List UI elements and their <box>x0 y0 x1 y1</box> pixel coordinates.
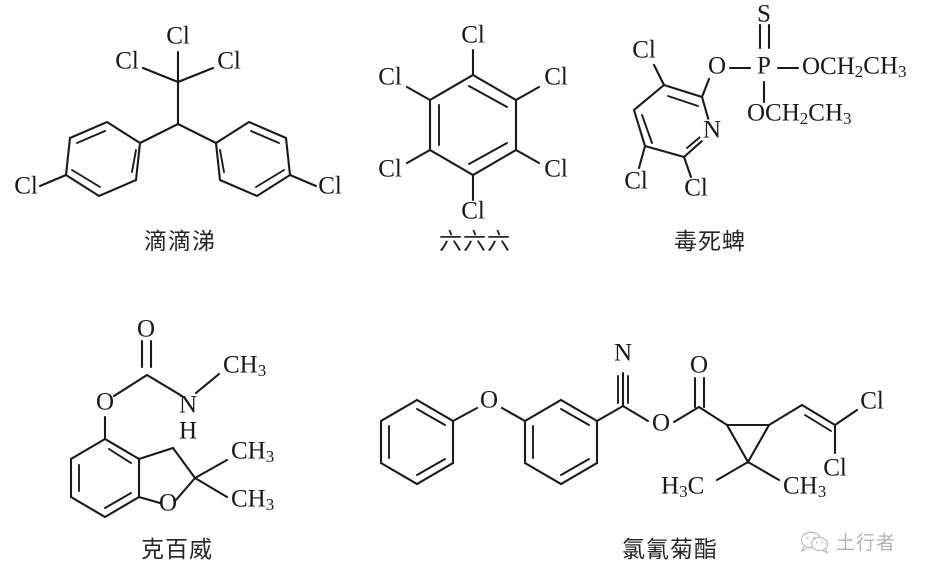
chlorpyrifos-n: N <box>703 117 721 144</box>
cypermethrin-cl-upper: Cl <box>860 388 884 415</box>
carbofuran-ch3-lower: CH3 <box>231 486 274 514</box>
watermark: 土行者 <box>800 528 896 555</box>
caption-ddt: 滴滴涕 <box>144 229 216 255</box>
chlorpyrifos-cl-lower-left: Cl <box>624 168 648 195</box>
chlorpyrifos-ethoxy-right: OCH2CH3 <box>802 53 907 81</box>
structure-ddt: Cl Cl Cl Cl Cl <box>14 23 342 200</box>
wechat-icon <box>800 530 830 554</box>
caption-hch: 六六六 <box>439 229 511 255</box>
cypermethrin-h3c: H3C <box>661 473 704 501</box>
chlorpyrifos-ethoxy-bottom: OCH2CH3 <box>747 100 852 128</box>
carbofuran-o-ester: O <box>96 389 114 416</box>
cypermethrin-n-nitrile: N <box>614 340 632 367</box>
ddt-cl-ring-left: Cl <box>14 173 38 200</box>
ddt-cl-right: Cl <box>217 48 241 75</box>
chlorpyrifos-p: P <box>757 53 771 80</box>
carbofuran-n: N <box>179 392 197 419</box>
hch-cl-top: Cl <box>461 22 485 49</box>
hch-cl-bottom: Cl <box>461 198 485 225</box>
hch-cl-upper-left: Cl <box>378 64 402 91</box>
ddt-cl-ring-right: Cl <box>318 173 342 200</box>
structure-hch: Cl Cl Cl Cl Cl Cl <box>378 22 568 225</box>
carbofuran-o-carbonyl: O <box>137 316 155 343</box>
carbofuran-o-furan: O <box>159 490 177 517</box>
hch-cl-lower-left: Cl <box>378 156 402 183</box>
chlorpyrifos-cl-lower-right: Cl <box>684 175 708 202</box>
cypermethrin-o-ether: O <box>480 387 498 414</box>
chlorpyrifos-s: S <box>757 1 771 28</box>
carbofuran-ch3-n: CH3 <box>223 352 266 380</box>
caption-chlorpyrifos: 毒死蜱 <box>674 229 746 255</box>
cypermethrin-o-carbonyl: O <box>690 352 708 379</box>
caption-carbofuran: 克百威 <box>141 537 213 563</box>
watermark-text: 土行者 <box>836 532 897 554</box>
ddt-cl-left: Cl <box>115 48 139 75</box>
caption-cypermethrin: 氯氰菊酯 <box>622 537 718 563</box>
cypermethrin-o-ester: O <box>652 410 670 437</box>
chlorpyrifos-cl-upper-left: Cl <box>632 37 656 64</box>
hch-cl-lower-right: Cl <box>544 156 568 183</box>
structure-carbofuran: O O N H CH3 O CH3 CH3 <box>69 316 274 519</box>
structure-chlorpyrifos: S P O OCH2CH3 OCH2CH3 N Cl Cl Cl <box>624 1 907 202</box>
ddt-cl-top: Cl <box>166 23 190 50</box>
cypermethrin-ch3: CH3 <box>783 473 826 501</box>
hch-cl-upper-right: Cl <box>544 64 568 91</box>
cypermethrin-cl-lower: Cl <box>823 455 847 482</box>
chlorpyrifos-o-bridge: O <box>708 53 726 80</box>
carbofuran-h: H <box>179 418 197 445</box>
structure-cypermethrin: O N O O H3C CH3 <box>379 340 884 501</box>
carbofuran-ch3-upper: CH3 <box>231 438 274 466</box>
